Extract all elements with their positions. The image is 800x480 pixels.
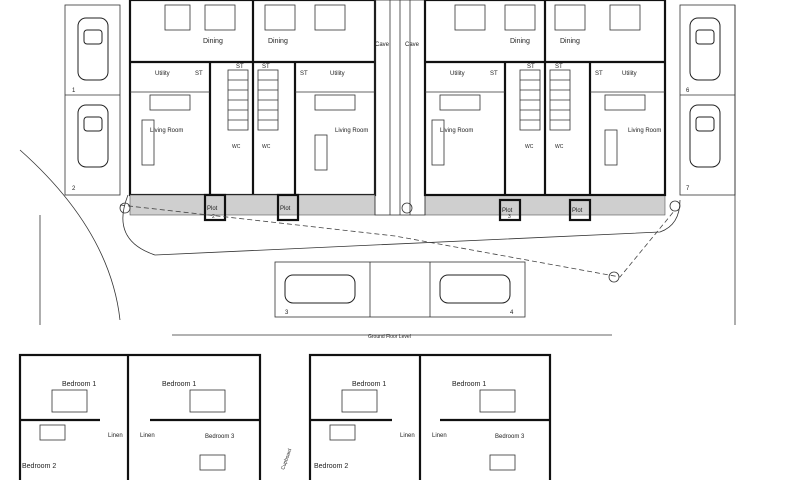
landscape-curve <box>19 149 121 321</box>
plot-label-4: Plot <box>572 208 583 214</box>
room-label-dining-1: Dining <box>203 38 223 45</box>
label-wc-3: WC <box>525 144 534 150</box>
bedroom-1-label-a: Bedroom 1 <box>62 381 96 388</box>
plot-box-2 <box>276 193 300 222</box>
label-wc-2: WC <box>262 144 271 150</box>
stairs-right-a <box>519 69 541 131</box>
tree-marker-3 <box>608 271 620 283</box>
parking-number-1: 1 <box>72 88 76 94</box>
room-label-utility-3: Utility <box>450 71 465 77</box>
stairs-left-b <box>257 69 279 131</box>
room-label-dining-3: Dining <box>510 38 530 45</box>
plot-label-2: Plot <box>280 206 291 212</box>
label-st-1: ST <box>195 71 203 77</box>
bedroom-3-label-b: Bedroom 3 <box>495 434 525 440</box>
central-walkway <box>374 0 426 216</box>
parking-number-7: 7 <box>686 186 690 192</box>
room-label-utility-4: Utility <box>622 71 637 77</box>
bedroom-1-label-b: Bedroom 1 <box>162 381 196 388</box>
plot-box-3 <box>498 198 522 222</box>
label-st-7: ST <box>555 64 563 70</box>
room-label-living-1: Living Room <box>150 128 183 134</box>
room-label-dining-2: Dining <box>268 38 288 45</box>
label-st-6: ST <box>527 64 535 70</box>
label-st-3: ST <box>262 64 270 70</box>
parking-number-3: 3 <box>285 310 289 316</box>
tree-marker-1 <box>119 202 131 214</box>
stairs-left-a <box>227 69 249 131</box>
right-terrace-block: Dining Dining Utility Utility ST ST ST S… <box>405 0 667 197</box>
room-label-utility-2: Utility <box>330 71 345 77</box>
plot-label-1: Plot <box>207 206 218 212</box>
label-st-2: ST <box>236 64 244 70</box>
first-floor-left: Bedroom 1 Bedroom 1 Bedroom 2 Bedroom 3 … <box>18 353 262 480</box>
room-label-living-3: Living Room <box>440 128 473 134</box>
front-paving-right <box>424 194 666 216</box>
label-st-8: ST <box>595 71 603 77</box>
room-label-utility-1: Utility <box>155 71 170 77</box>
road-edge <box>122 194 681 256</box>
room-label-living-4: Living Room <box>628 128 661 134</box>
bedroom-3-label-a: Bedroom 3 <box>205 434 235 440</box>
bedroom-2-label-a: Bedroom 2 <box>22 463 56 470</box>
plot-number-2: 2 <box>212 214 215 220</box>
room-label-dining-4: Dining <box>560 38 580 45</box>
linen-label-d: Linen <box>432 433 447 439</box>
linen-label-a: Linen <box>108 433 123 439</box>
plot-number-3: 3 <box>508 214 511 220</box>
label-cave-2: Cave <box>405 42 420 48</box>
plot-box-4 <box>568 198 592 222</box>
dashed-boundary <box>119 204 676 278</box>
label-wc-1: WC <box>232 144 241 150</box>
first-floor-right: Bedroom 1 Bedroom 1 Bedroom 2 Bedroom 3 … <box>308 353 552 480</box>
linen-label-b: Linen <box>140 433 155 439</box>
linen-label-c: Linen <box>400 433 415 439</box>
tree-marker-2 <box>401 202 413 214</box>
front-paving-left <box>129 194 376 216</box>
bedroom-1-label-d: Bedroom 1 <box>452 381 486 388</box>
parking-bay-left: 1 2 <box>64 4 121 196</box>
parking-bay-front: 3 4 <box>274 261 526 318</box>
parking-number-6: 6 <box>686 88 690 94</box>
cupboard-label: Cupboard <box>280 448 293 471</box>
ground-floor-caption: Ground Floor Level <box>368 334 411 340</box>
plot-label-3: Plot <box>502 208 513 214</box>
plot-box-1 <box>203 193 227 222</box>
parking-number-2: 2 <box>72 186 76 192</box>
tree-marker-4 <box>669 200 681 212</box>
label-wc-4: WC <box>555 144 564 150</box>
left-terrace-block: Dining Dining Utility Utility ST ST ST S… <box>128 0 390 197</box>
label-cave-1: Cave <box>375 42 390 48</box>
label-st-5: ST <box>490 71 498 77</box>
parking-number-4: 4 <box>510 310 514 316</box>
parking-bay-right: 6 7 <box>679 4 736 196</box>
label-st-4: ST <box>300 71 308 77</box>
stairs-right-b <box>549 69 571 131</box>
bedroom-2-label-b: Bedroom 2 <box>314 463 348 470</box>
bedroom-1-label-c: Bedroom 1 <box>352 381 386 388</box>
room-label-living-2: Living Room <box>335 128 368 134</box>
